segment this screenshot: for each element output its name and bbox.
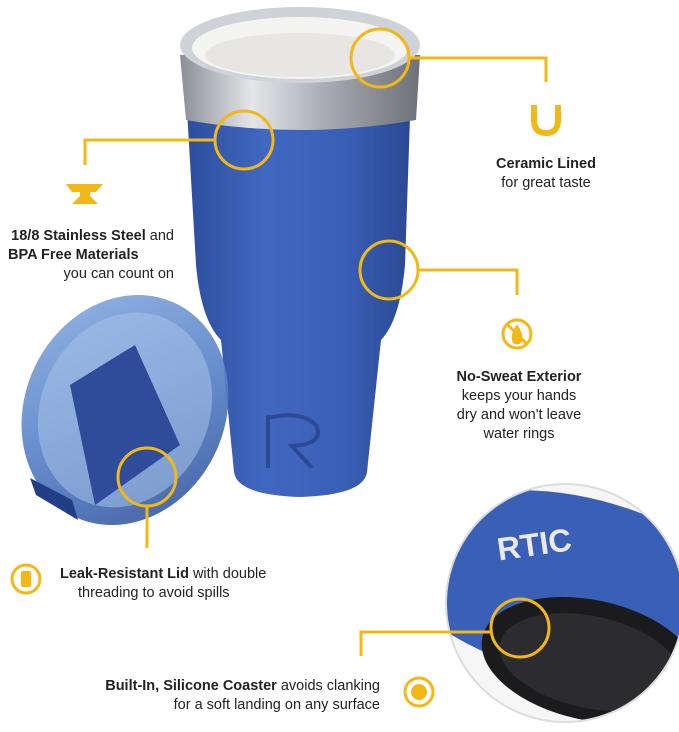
feature-ceramic-title: Ceramic Lined [496,156,596,172]
feature-ceramic: Ceramic Lined for great taste [470,155,622,193]
feature-ceramic-desc: for great taste [501,175,591,191]
feature-lid-desc-2: threading to avoid spills [78,585,230,601]
callouts [83,27,551,659]
feature-lid-desc-1: with double [188,566,267,582]
feature-sweat-desc-1: keeps your hands [461,388,577,404]
feature-sweat-desc-2: dry and won't leave [456,407,582,423]
coaster-zoom [445,483,679,723]
embossed-logo [266,413,320,470]
feature-coaster-desc-2: for a soft landing on any surface [173,697,380,713]
feature-lid: Leak-Resistant Lid with double threading… [60,565,300,603]
coaster-dot-icon [403,676,435,708]
leader-sweat [418,268,519,295]
leader-coaster [359,630,491,656]
feature-coaster-desc-1: avoids clanking [276,678,380,694]
feature-steel-desc: you can count on [63,266,174,282]
feature-coaster: Built-In, Silicone Coaster avoids clanki… [60,677,380,715]
feature-coaster-title: Built-In, Silicone Coaster [105,678,277,694]
feature-steel-title-1: 18/8 Stainless Steel [11,228,146,244]
feature-sweat-title: No-Sweat Exterior [456,369,582,385]
feature-lid-title: Leak-Resistant Lid [60,566,189,582]
ceramic-u-icon [531,105,561,137]
lid-icon [10,563,42,595]
feature-sweat: No-Sweat Exterior keeps your hands dry a… [440,368,598,444]
no-drop-icon [501,318,533,350]
feature-steel-connector: and [145,228,174,244]
callout-ring-coaster [489,597,551,659]
anvil-icon [66,184,103,204]
feature-steel: 18/8 Stainless Steel and BPA Free Materi… [8,227,174,284]
feature-sweat-desc-3: water rings [483,426,555,442]
feature-steel-title-2: BPA Free Materials [8,247,139,263]
leader-ceramic [409,56,548,82]
leader-steel [83,138,215,165]
